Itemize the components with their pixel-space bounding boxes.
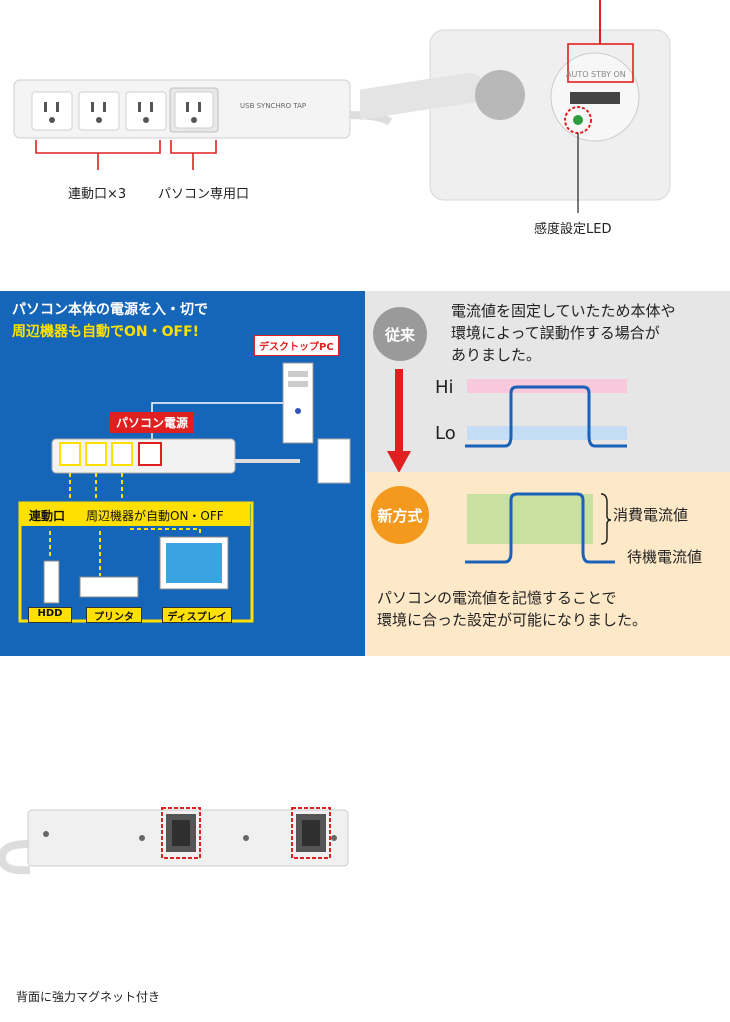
pc-power-label: パソコン電源: [110, 412, 195, 433]
strip-model-text: USB SYNCHRO TAP: [240, 102, 307, 110]
new-badge: 新方式: [371, 486, 429, 544]
blue-diagram-panel: パソコン本体の電源を入・切で 周辺機器も自動でON・OFF! デスクトップPC: [0, 291, 365, 656]
desktop-pc-label: デスクトップPC: [254, 335, 339, 356]
headline-line2: 周辺機器も自動でON・OFF!: [12, 324, 200, 340]
old-method-area: 従来 電流値を固定していたため本体や 環境によって誤動作する場合が ありました。…: [365, 291, 730, 472]
comparison-panel: 従来 電流値を固定していたため本体や 環境によって誤動作する場合が ありました。…: [365, 291, 730, 656]
hi-label: Hi: [435, 377, 454, 398]
power-strip-front: [13, 79, 393, 170]
tag-hdd: HDD: [28, 607, 72, 623]
label-linked-outlets: 連動口×3: [68, 187, 127, 202]
standby-label: 待機電流値: [627, 548, 703, 566]
linked-title: 連動口: [29, 509, 66, 523]
power-strip-back: [0, 807, 349, 875]
old-text-line3: ありました。: [451, 346, 542, 364]
tag-display: ディスプレイ: [162, 607, 232, 623]
label-pc-outlet: パソコン専用口: [158, 187, 250, 202]
lo-label: Lo: [435, 423, 456, 444]
new-text-line2: 環境に合った設定が可能になりました。: [377, 611, 648, 629]
device-closeup: [360, 0, 671, 213]
new-text-line1: パソコンの電流値を記憶することで: [377, 589, 617, 607]
dial-text: AUTO STBY ON: [566, 70, 626, 79]
linked-desc: 周辺機器が自動ON・OFF: [86, 509, 224, 523]
headline-line1: パソコン本体の電源を入・切で: [12, 302, 208, 318]
new-method-area: 新方式 消費電流値 待機電流値 パソコンの電流値を記憶することで 環境に合った設…: [365, 472, 730, 656]
tag-printer: プリンタ: [86, 607, 142, 623]
old-waveform: [387, 369, 627, 472]
magnet-caption: 背面に強力マグネット付き: [16, 990, 161, 1004]
old-text-line2: 環境によって誤動作する場合が: [451, 324, 660, 342]
old-badge: 従来: [373, 307, 427, 361]
consumption-label: 消費電流値: [613, 506, 689, 524]
label-sensitivity-led: 感度設定LED: [534, 222, 612, 237]
old-text-line1: 電流値を固定していたため本体や: [451, 302, 676, 320]
new-waveform: [465, 492, 615, 564]
connection-diagram: [18, 362, 351, 623]
